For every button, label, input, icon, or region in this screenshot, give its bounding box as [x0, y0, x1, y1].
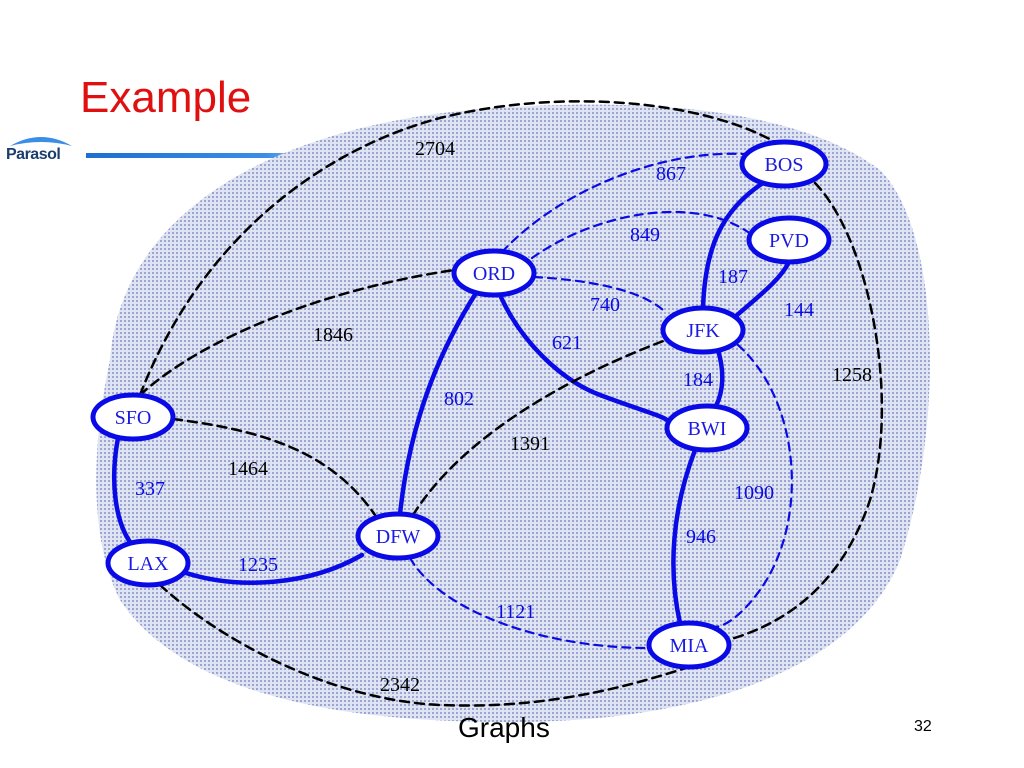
edge-weight-ord-bwi: 621	[552, 332, 582, 354]
edge-weight-ord-jfk: 740	[590, 294, 620, 316]
edge-dfw-jfk	[411, 338, 668, 517]
parasol-logo-icon	[10, 137, 72, 146]
slide-title: Example	[80, 73, 252, 122]
node-ord: ORD	[451, 248, 537, 298]
edge-ord-dfw	[397, 290, 479, 517]
node-bos: BOS	[739, 139, 829, 189]
edge-bos-mia	[726, 181, 884, 642]
edge-weight-ord-dfw: 802	[444, 388, 474, 410]
node-label-sfo: SFO	[115, 407, 152, 429]
node-shape-bwi	[664, 403, 750, 453]
node-shape-sfo	[90, 392, 176, 442]
edge-weight-dfw-mia: 1121	[496, 601, 535, 623]
edge-weight-sfo-dfw: 1464	[228, 458, 268, 480]
edge-lax-dfw	[183, 552, 365, 585]
weights-layer: 2704 867 849 187 144 740 1846 621 184 1258 802 1391…	[135, 138, 872, 696]
edge-weight-bwi-mia: 946	[686, 526, 716, 548]
edge-bwi-mia	[671, 447, 698, 626]
edge-weight-ord-pvd: 849	[630, 224, 660, 246]
node-label-pvd: PVD	[769, 230, 809, 252]
nodes-layer: BOS PVD ORD JFK SFO BWI DFW LAX MIA	[90, 139, 832, 670]
graph-background-blob	[96, 104, 930, 723]
edge-weight-lax-dfw: 1235	[238, 554, 278, 576]
edge-weight-sfo-ord: 1846	[313, 324, 353, 346]
edge-dfw-mia	[408, 556, 651, 650]
edge-weight-lax-mia: 2342	[380, 674, 420, 696]
edge-weight-sfo-bos: 2704	[415, 138, 455, 160]
edge-sfo-bos	[138, 100, 777, 397]
node-mia: MIA	[646, 620, 732, 670]
edge-weight-dfw-jfk: 1391	[510, 433, 550, 455]
edge-weight-ord-bos: 867	[656, 163, 686, 185]
node-label-bwi: BWI	[688, 418, 727, 440]
node-shape-pvd	[746, 215, 832, 265]
node-label-jfk: JFK	[686, 320, 720, 342]
edge-weight-sfo-lax: 337	[135, 478, 165, 500]
edge-sfo-ord	[138, 268, 456, 397]
page-number: 32	[914, 718, 932, 735]
node-bwi: BWI	[664, 403, 750, 453]
node-shape-mia	[646, 620, 732, 670]
node-label-bos: BOS	[765, 154, 804, 176]
edge-lax-mia	[158, 583, 712, 707]
node-label-dfw: DFW	[376, 526, 421, 548]
edge-jfk-mia	[710, 343, 793, 628]
edge-jfk-bos	[700, 178, 769, 311]
node-sfo: SFO	[90, 392, 176, 442]
title-divider	[86, 153, 386, 158]
node-shape-bos	[739, 139, 829, 189]
footer-title: Graphs	[458, 712, 550, 743]
node-label-ord: ORD	[473, 263, 515, 285]
edge-sfo-dfw	[171, 417, 377, 517]
edge-jfk-pvd	[733, 259, 792, 319]
logo-text: Parasol	[6, 146, 61, 163]
edge-weight-jfk-mia: 1090	[734, 482, 774, 504]
edge-ord-pvd	[530, 210, 754, 260]
edge-weight-jfk-bos: 187	[718, 266, 748, 288]
edge-jfk-bwi	[713, 347, 725, 409]
edge-ord-bwi	[497, 292, 670, 423]
edge-ord-jfk	[532, 275, 665, 312]
node-shape-lax	[105, 538, 191, 588]
edge-weight-jfk-bwi: 184	[683, 369, 713, 391]
edge-weight-jfk-pvd: 144	[784, 299, 814, 321]
node-shape-jfk	[660, 305, 746, 355]
node-label-lax: LAX	[127, 553, 169, 575]
edge-ord-bos	[500, 152, 746, 254]
node-shape-ord	[451, 248, 537, 298]
node-label-mia: MIA	[670, 635, 709, 657]
edge-sfo-lax	[112, 435, 133, 545]
node-lax: LAX	[105, 538, 191, 588]
node-jfk: JFK	[660, 305, 746, 355]
node-dfw: DFW	[355, 511, 441, 561]
node-shape-dfw	[355, 511, 441, 561]
edge-weight-bos-mia: 1258	[832, 364, 872, 386]
node-pvd: PVD	[746, 215, 832, 265]
edges-layer	[112, 100, 884, 707]
